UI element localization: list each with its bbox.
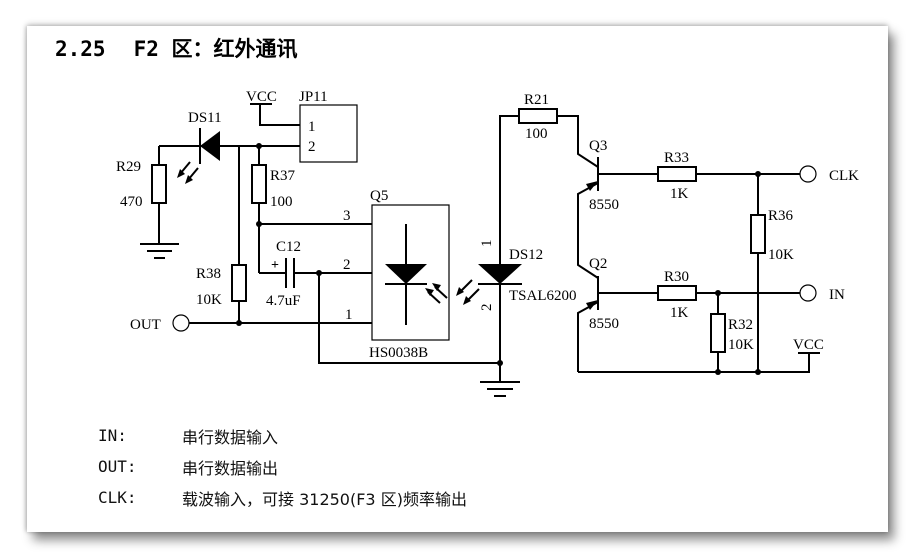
legend-desc: 串行数据输出 — [182, 458, 279, 478]
r37-ref: R37 — [270, 168, 296, 184]
section-number: 2.25 — [55, 37, 106, 61]
q5-pin1: 1 — [345, 307, 353, 323]
r29-ref: R29 — [116, 159, 141, 175]
clk-port-label: CLK — [829, 168, 859, 184]
c12-polarity: + — [271, 258, 279, 273]
r37-value: 100 — [270, 194, 293, 210]
r32-value: 10K — [728, 337, 754, 353]
vcc-symbol-top: VCC — [246, 89, 300, 126]
ground-symbol-center — [480, 363, 520, 397]
legend-key: CLK: — [98, 488, 137, 507]
r36-value: 10K — [768, 247, 794, 263]
r30-value: 1K — [670, 305, 689, 321]
legend-row-clk: CLK: 载波输入，可接 31250(F3 区)频率输出 — [98, 482, 467, 513]
in-port-label: IN — [829, 287, 845, 303]
vcc-symbol-bottom: VCC — [793, 337, 824, 354]
ds12-ref: DS12 — [509, 247, 543, 263]
in-port[interactable]: IN — [799, 284, 845, 303]
legend-key: OUT: — [98, 457, 137, 476]
jp11-connector: JP11 1 2 — [299, 89, 358, 163]
ds12-ir-led: DS12 TSAL6200 1 2 — [456, 115, 577, 363]
r38-ref: R38 — [196, 266, 221, 282]
document-page — [27, 26, 888, 532]
c12-capacitor: C12 + 4.7uF — [259, 239, 372, 309]
r21-ref: R21 — [524, 92, 549, 108]
out-port-label: OUT — [130, 317, 161, 333]
r37-resistor: R37 100 — [251, 146, 296, 273]
r33-resistor: R33 1K — [657, 150, 800, 202]
q2-part: 8550 — [589, 316, 619, 332]
jp11-pin2: 2 — [308, 139, 316, 155]
r32-resistor: R32 10K — [710, 293, 754, 372]
r38-resistor: R38 10K — [196, 264, 247, 323]
r21-resistor: R21 100 — [518, 92, 599, 168]
q5-part: HS0038B — [369, 345, 428, 361]
q5-ir-receiver: Q5 3 2 1 HS0038B — [343, 188, 450, 361]
vcc-label-top: VCC — [246, 89, 277, 105]
jp11-ref: JP11 — [299, 89, 328, 105]
section-heading: F2 区：红外通讯 — [133, 37, 298, 61]
q2-ref: Q2 — [589, 256, 607, 272]
r30-resistor: R30 1K — [657, 269, 800, 321]
q2-transistor: Q2 8550 — [577, 256, 619, 372]
ds11-led: DS11 — [177, 110, 222, 184]
r32-ref: R32 — [728, 317, 753, 333]
c12-ref: C12 — [276, 239, 301, 255]
r36-resistor: R36 10K — [750, 174, 794, 372]
vcc-label-bottom: VCC — [793, 337, 824, 353]
ground-symbol-left — [140, 243, 179, 259]
legend-row-out: OUT: 串行数据输出 — [98, 451, 467, 482]
q3-part: 8550 — [589, 197, 619, 213]
r21-value: 100 — [525, 126, 548, 142]
q5-pin3: 3 — [343, 208, 351, 224]
legend-row-in: IN: 串行数据输入 — [98, 420, 467, 451]
r38-value: 10K — [196, 292, 222, 308]
legend-desc: 载波输入，可接 31250(F3 区)频率输出 — [182, 489, 467, 509]
r33-ref: R33 — [664, 150, 689, 166]
pin-legend: IN: 串行数据输入 OUT: 串行数据输出 CLK: 载波输入，可接 3125… — [98, 420, 467, 513]
q3-ref: Q3 — [589, 138, 607, 154]
r29-value: 470 — [120, 194, 143, 210]
r29-resistor: R29 470 — [116, 159, 167, 244]
r36-ref: R36 — [768, 208, 794, 224]
ds12-pin2: 2 — [479, 304, 495, 312]
r30-ref: R30 — [664, 269, 689, 285]
out-port[interactable]: OUT — [130, 314, 190, 333]
r33-value: 1K — [670, 186, 689, 202]
ds11-ref: DS11 — [188, 110, 222, 126]
ds12-pin1: 1 — [479, 240, 495, 248]
legend-key: IN: — [98, 426, 127, 445]
legend-desc: 串行数据输入 — [182, 427, 279, 447]
section-title: 2.25 F2 区：红外通讯 — [55, 33, 298, 63]
q5-pin2: 2 — [343, 257, 351, 273]
jp11-pin1: 1 — [308, 119, 316, 135]
q5-ref: Q5 — [370, 188, 388, 204]
clk-port[interactable]: CLK — [799, 165, 859, 184]
ds12-part: TSAL6200 — [509, 288, 577, 304]
c12-value: 4.7uF — [266, 293, 301, 309]
